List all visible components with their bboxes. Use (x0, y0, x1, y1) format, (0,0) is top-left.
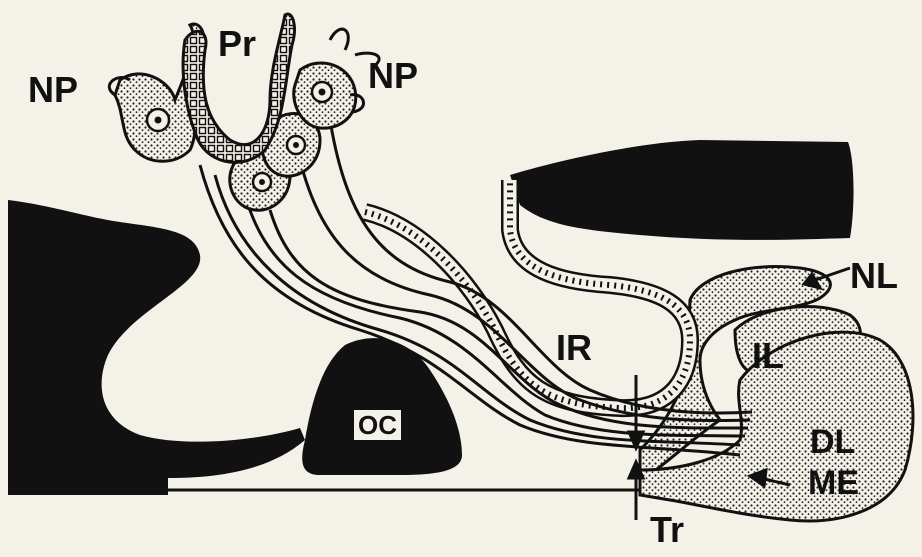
label-np-right: NP (368, 58, 418, 94)
label-pr: Pr (218, 26, 256, 62)
label-dl: DL (810, 425, 855, 459)
upper-black-bar (510, 140, 854, 240)
label-me: ME (808, 466, 859, 500)
label-il: IL (752, 338, 784, 374)
label-nl: NL (850, 258, 898, 294)
left-black-mass (8, 200, 305, 495)
label-oc: OC (352, 408, 403, 442)
label-ir: IR (556, 330, 592, 366)
label-tr: Tr (650, 512, 684, 548)
optic-chiasm (302, 338, 462, 475)
label-np-left: NP (28, 72, 78, 108)
